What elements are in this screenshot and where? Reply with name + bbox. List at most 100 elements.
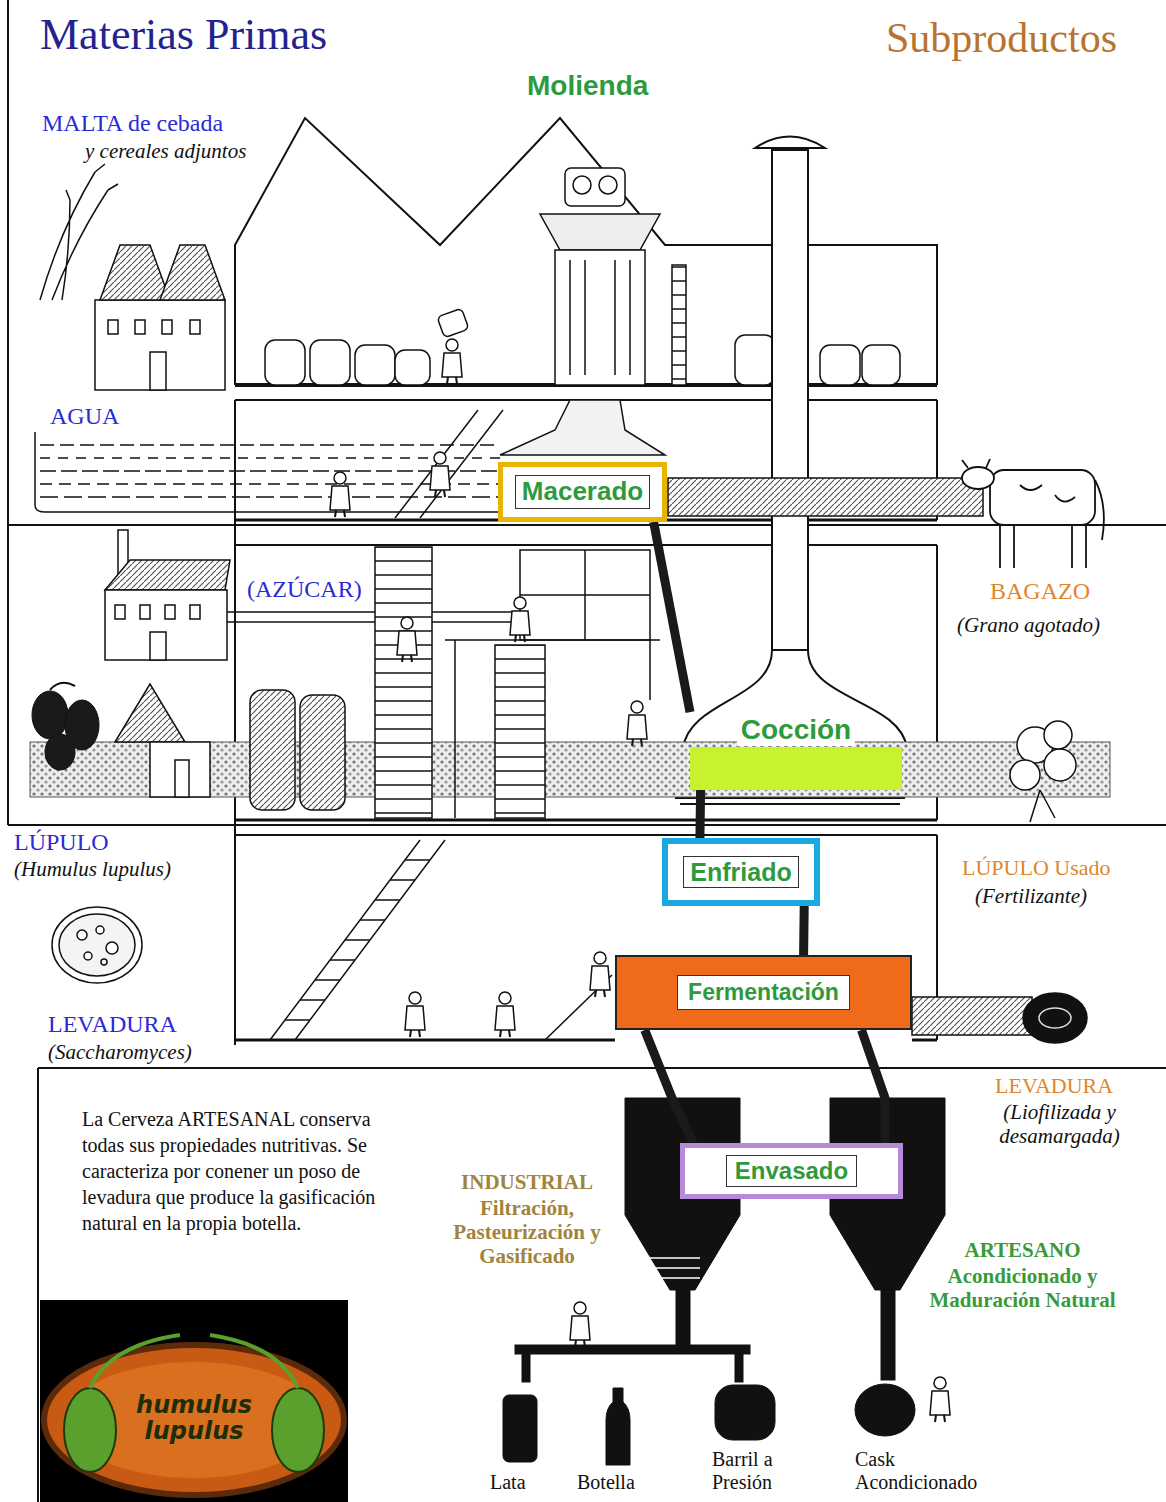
- note-text: La Cerveza ARTESANAL conserva todas sus …: [82, 1106, 412, 1236]
- hop-field: [30, 742, 1110, 797]
- logo: [40, 1300, 348, 1502]
- workers: [590, 952, 610, 997]
- pipe-connector: [862, 1030, 886, 1143]
- building: [235, 819, 937, 822]
- panel-lines: [8, 524, 1166, 526]
- cow: [1020, 485, 1075, 502]
- packages: [606, 1388, 630, 1465]
- workers: [627, 701, 647, 746]
- cow: [962, 459, 990, 468]
- mill: [599, 176, 617, 194]
- stairs: [375, 547, 432, 818]
- logo: [40, 1300, 348, 1502]
- hop-bales: [300, 695, 345, 810]
- mill: [565, 168, 625, 206]
- stairs: [270, 840, 445, 1040]
- mill: [540, 214, 660, 250]
- grain-sacks: [395, 350, 430, 385]
- cow: [1095, 480, 1104, 540]
- yeast-collector: [912, 993, 1087, 1043]
- oast-house: [175, 760, 189, 797]
- building: [235, 544, 937, 546]
- hop-plant: [1044, 749, 1076, 781]
- pipe-connector: [695, 790, 705, 838]
- malt-house: [162, 320, 172, 334]
- sugar-factory: [150, 632, 166, 660]
- hop-plant: [1030, 790, 1055, 822]
- packages: [855, 1384, 915, 1436]
- logo: [90, 1335, 298, 1388]
- process-box: Enfriado: [662, 838, 820, 906]
- byproduct-name: LÚPULO Usado: [962, 855, 1111, 880]
- process-box: Macerado: [498, 462, 667, 522]
- logo: [64, 1388, 116, 1472]
- panel-lines: [8, 0, 1166, 1502]
- spent-grain-conveyor: [668, 478, 983, 516]
- petri-dish: [52, 907, 142, 983]
- logo-text: humulus lupulus: [124, 1392, 264, 1445]
- chimney: [755, 137, 825, 149]
- silos: [881, 1290, 895, 1380]
- hop-plant: [1044, 721, 1072, 749]
- stairs: [495, 645, 545, 818]
- malt-house: [40, 164, 225, 390]
- panel-lines: [7, 0, 9, 825]
- mill: [500, 168, 686, 455]
- chimney: [772, 150, 808, 650]
- petri-dish: [101, 959, 107, 965]
- process-vessel: Cocción: [690, 708, 902, 790]
- cow: [962, 459, 1104, 568]
- method-heading: ARTESANO: [925, 1238, 1120, 1262]
- malt-house: [108, 320, 118, 334]
- sugar-factory: [115, 605, 125, 619]
- silos: [676, 1290, 690, 1348]
- pipe-connector: [799, 906, 809, 955]
- sugar-factory: [227, 612, 520, 622]
- grain-sacks: [310, 340, 350, 385]
- process-name: Envasado: [726, 1155, 857, 1187]
- package-label: Botella: [577, 1471, 635, 1494]
- water-tank: [40, 496, 500, 498]
- grain-sacks: [735, 335, 775, 385]
- sugar-factory: [105, 590, 227, 660]
- material-name: LÚPULO: [14, 829, 109, 857]
- petri-dish: [96, 926, 104, 934]
- mill: [570, 260, 630, 375]
- grain-sacks: [820, 345, 860, 385]
- sugar-factory: [140, 605, 150, 619]
- silos: [640, 1258, 700, 1278]
- building: [235, 118, 937, 385]
- malt-house: [100, 245, 170, 300]
- silos: [522, 1354, 530, 1382]
- oast-house: [115, 684, 185, 742]
- chimney: [670, 137, 910, 805]
- yeast-collector: [912, 997, 1032, 1035]
- water-tank: [40, 457, 500, 459]
- panel-lines: [38, 1067, 1166, 1069]
- petri-dish: [106, 942, 118, 954]
- grain-sacks: [355, 345, 395, 385]
- silos: [515, 1345, 750, 1354]
- process-name: Enfriado: [683, 856, 798, 889]
- package-label: Barril a Presión: [712, 1448, 807, 1494]
- panel-lines: [37, 1068, 39, 1502]
- method-steps: Acondicionado y Maduración Natural: [925, 1264, 1120, 1312]
- malt-house: [150, 352, 166, 390]
- building: [235, 118, 937, 1045]
- method-heading: INDUSTRIAL: [432, 1170, 622, 1194]
- workers: [330, 472, 350, 517]
- water-tank: [40, 444, 500, 446]
- spent-grain-conveyor: [668, 478, 983, 516]
- cow: [962, 467, 994, 489]
- logo: [272, 1388, 324, 1472]
- yeast-collector: [1023, 993, 1087, 1043]
- workers: [405, 992, 425, 1037]
- workers: [510, 597, 530, 642]
- building: [235, 834, 937, 836]
- platform: [520, 550, 650, 640]
- platform: [445, 640, 660, 818]
- platform: [520, 550, 650, 640]
- package-label: Cask Acondicionado: [855, 1448, 1015, 1494]
- malt-house: [190, 320, 200, 334]
